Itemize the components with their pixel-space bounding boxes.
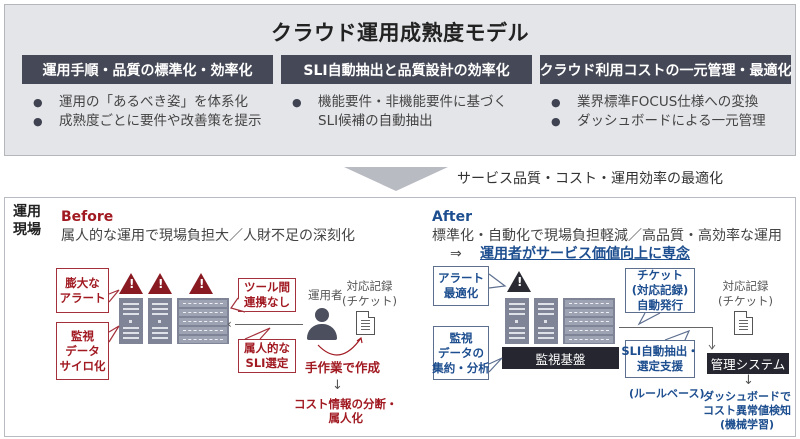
- bullet-item: ●業界標準FOCUS仕様への変換: [551, 94, 759, 110]
- operations-site-panel: 運用 現場 Before 属人的な運用で現場負担大／人財不足の深刻化 膨大なアラ…: [4, 197, 796, 437]
- callout-data-silo: 監視データサイロ化: [56, 322, 109, 380]
- bullet-icon: ●: [551, 115, 561, 128]
- manual-creation-label: 手作業で作成: [305, 360, 381, 375]
- server-rack-icon: [177, 298, 229, 344]
- callout-alert-optimization: アラート最適化: [433, 266, 489, 306]
- before-description: 属人的な運用で現場負担大／人財不足の深刻化: [61, 228, 355, 244]
- ticket-label: 対応記録(チケット): [718, 279, 773, 308]
- bullet-item: ●成熟度ごとに要件や改善策を提示: [33, 113, 262, 129]
- ticket-document-icon: [734, 311, 753, 335]
- goal-emphasis: 運用者がサービス価値向上に専念: [480, 246, 690, 262]
- column-heading-cost: クラウド利用コストの一元管理・最適化: [540, 55, 792, 84]
- operator-person-icon: [307, 308, 337, 340]
- warning-icon: !: [148, 273, 172, 294]
- warning-icon: !: [119, 273, 143, 294]
- after-title: After: [432, 209, 473, 225]
- down-arrow-icon: ↓: [332, 378, 343, 393]
- down-arrow-icon: ↓: [743, 373, 754, 388]
- callout-huge-alerts: 膨大なアラート: [56, 268, 109, 313]
- column-bullets-cost: ●業界標準FOCUS仕様への変換 ●ダッシュボードによる一元管理: [549, 93, 766, 131]
- bullet-icon: ●: [33, 96, 43, 109]
- left-arrow-icon: ‹: [227, 317, 232, 331]
- callout-auto-ticket: チケット(対応記録)自動発行: [625, 268, 695, 313]
- rule-based-label: (ルールベース): [629, 387, 705, 400]
- server-rack-icon: [563, 298, 615, 344]
- column-bullets-standardization: ●運用の「あるべき姿」を体系化 ●成熟度ごとに要件や改善策を提示: [31, 93, 262, 131]
- column-bullets-sli: ●機能要件・非機能要件に基づく SLI候補の自動抽出: [290, 93, 507, 131]
- ticket-label: 対応記録(チケット): [342, 279, 397, 308]
- bullet-item: ●機能要件・非機能要件に基づく: [292, 94, 507, 110]
- warning-icon: !: [189, 273, 213, 294]
- bullet-icon: ●: [292, 96, 302, 109]
- site-label: 運用 現場: [13, 204, 41, 238]
- server-tower-icon: [119, 298, 143, 344]
- connection-line: [712, 327, 713, 349]
- cost-fragmentation-label: コスト情報の分断・属人化: [294, 397, 398, 425]
- bullet-continuation: SLI候補の自動抽出: [318, 113, 433, 129]
- column-heading-sli: SLI自動抽出と品質設計の効率化: [281, 55, 532, 84]
- management-system: 管理システム: [707, 353, 789, 374]
- bullet-item: ●ダッシュボードによる一元管理: [551, 113, 766, 129]
- bullet-icon: ●: [33, 115, 43, 128]
- callout-data-aggregation: 監視データの集約・分析: [432, 326, 490, 380]
- warning-icon: !: [507, 271, 531, 292]
- operator-label: 運用者: [308, 288, 343, 302]
- implies-arrow-icon: ⇒: [450, 246, 462, 262]
- bullet-icon: ●: [551, 96, 561, 109]
- connection-line: [619, 327, 713, 328]
- callout-sli-auto-extraction: SLI自動抽出・選定支援: [621, 340, 699, 378]
- connection-line: [235, 324, 303, 325]
- dashboard-anomaly-label: ダッシュボードでコスト異常値検知(機械学習): [703, 390, 791, 431]
- callout-no-tool-integration: ツール間連携なし: [238, 278, 296, 312]
- monitoring-platform: 監視基盤: [502, 347, 619, 369]
- after-goal: ⇒ 運用者がサービス価値向上に専念: [450, 243, 690, 263]
- optimization-result: サービス品質・コスト・運用効率の最適化: [457, 171, 723, 187]
- after-description: 標準化・自動化で現場負担軽減／高品質・高効率な運用: [432, 228, 782, 244]
- before-title: Before: [61, 209, 114, 225]
- ticket-document-icon: [356, 311, 375, 335]
- bullet-item: ●運用の「あるべき姿」を体系化: [33, 94, 248, 110]
- down-arrow-icon: [344, 167, 448, 191]
- column-heading-standardization: 運用手順・品質の標準化・効率化: [22, 55, 273, 84]
- server-tower-icon: [505, 298, 529, 344]
- maturity-model-panel: クラウド運用成熟度モデル 運用手順・品質の標準化・効率化 SLI自動抽出と品質設…: [4, 4, 796, 156]
- server-tower-icon: [148, 298, 172, 344]
- model-title: クラウド運用成熟度モデル: [271, 21, 529, 45]
- server-tower-icon: [534, 298, 558, 344]
